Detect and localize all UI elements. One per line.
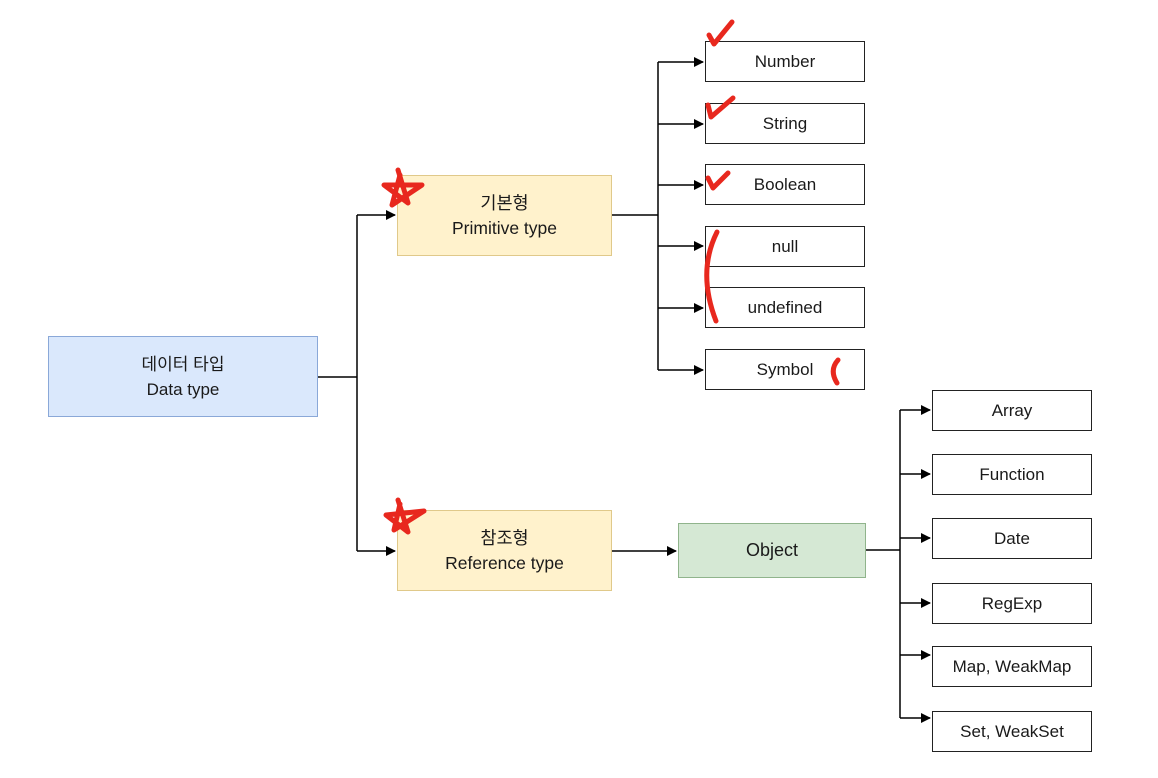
leaf-label: Boolean (753, 175, 817, 194)
leaf-label: RegExp (981, 594, 1043, 613)
leaf-regexp: RegExp (932, 583, 1092, 624)
leaf-date: Date (932, 518, 1092, 559)
leaf-symbol: Symbol (705, 349, 865, 390)
object-label: Object (745, 540, 799, 560)
leaf-boolean: Boolean (705, 164, 865, 205)
reference-label-en: Reference type (445, 552, 564, 573)
root-label-en: Data type (146, 379, 220, 399)
leaf-label: undefined (747, 298, 823, 317)
primitive-label-en: Primitive type (451, 217, 558, 238)
reference-node: 참조형 Reference type (397, 510, 612, 591)
reference-label-ko: 참조형 (480, 527, 529, 548)
leaf-label: Date (994, 529, 1030, 548)
leaf-undefined: undefined (705, 287, 865, 328)
leaf-map-weakmap: Map, WeakMap (932, 646, 1092, 687)
root-label-ko: 데이터 타입 (141, 354, 225, 374)
leaf-number: Number (705, 41, 865, 82)
primitive-node: 기본형 Primitive type (397, 175, 612, 256)
leaf-array: Array (932, 390, 1092, 431)
leaf-label: Set, WeakSet (960, 722, 1064, 741)
object-node: Object (678, 523, 866, 578)
root-node: 데이터 타입 Data type (48, 336, 318, 417)
leaf-label: Array (991, 401, 1033, 420)
leaf-label: Symbol (756, 360, 814, 379)
leaf-label: Function (979, 465, 1045, 484)
leaf-null: null (705, 226, 865, 267)
leaf-label: null (771, 237, 799, 256)
leaf-set-weakset: Set, WeakSet (932, 711, 1092, 752)
leaf-label: Number (754, 52, 816, 71)
leaf-string: String (705, 103, 865, 144)
leaf-label: String (762, 114, 808, 133)
leaf-function: Function (932, 454, 1092, 495)
leaf-label: Map, WeakMap (952, 657, 1072, 676)
primitive-label-ko: 기본형 (480, 192, 529, 213)
